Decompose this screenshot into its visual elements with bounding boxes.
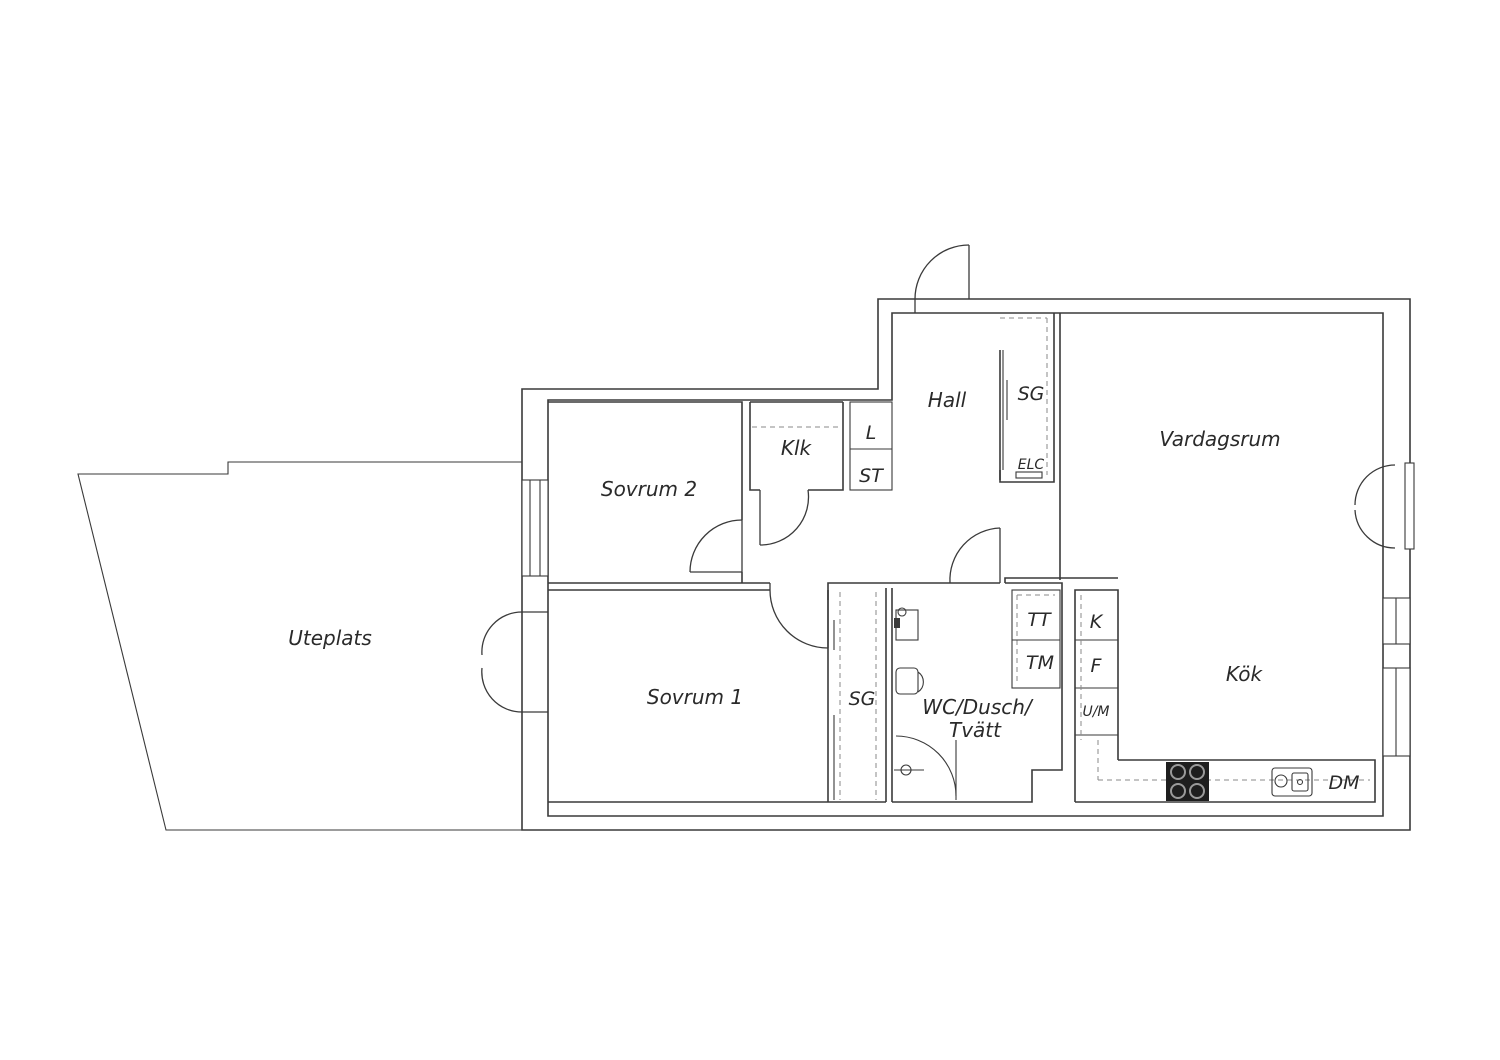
wardrobe-sovrum1 xyxy=(833,592,877,800)
fixture-labels: L ST SG ELC SG TT TM K F U/M DM xyxy=(849,383,1360,794)
kitchen-fixtures xyxy=(1166,762,1313,801)
label-klk: Klk xyxy=(781,436,813,460)
patio-outline xyxy=(77,461,522,831)
label-um: U/M xyxy=(1082,704,1109,720)
room-labels: Uteplats Sovrum 2 Sovrum 1 Klk Hall Vard… xyxy=(288,388,1280,742)
label-sovrum1: Sovrum 1 xyxy=(647,685,743,709)
label-l: L xyxy=(866,422,877,444)
label-sg-hall: SG xyxy=(1018,383,1045,405)
label-k: K xyxy=(1090,611,1104,633)
label-hall: Hall xyxy=(928,388,967,412)
bathroom-fixtures xyxy=(894,607,957,800)
label-wc-line1: WC/Dusch/ xyxy=(922,695,1034,719)
exterior-walls xyxy=(521,298,1411,831)
label-tm: TM xyxy=(1026,652,1054,674)
label-sovrum2: Sovrum 2 xyxy=(601,477,697,501)
label-kok: Kök xyxy=(1226,662,1264,686)
label-f: F xyxy=(1091,655,1103,677)
label-dm: DM xyxy=(1328,772,1359,794)
label-vardagsrum: Vardagsrum xyxy=(1159,427,1280,451)
label-st: ST xyxy=(859,465,884,487)
label-sg-sovrum1: SG xyxy=(849,688,876,710)
doors xyxy=(481,244,1415,713)
label-uteplats: Uteplats xyxy=(288,626,372,650)
label-elc: ELC xyxy=(1018,457,1045,473)
label-tt: TT xyxy=(1027,609,1052,631)
windows xyxy=(521,479,1411,757)
interior-walls xyxy=(548,313,1376,803)
label-wc-line2: Tvätt xyxy=(949,718,1002,742)
